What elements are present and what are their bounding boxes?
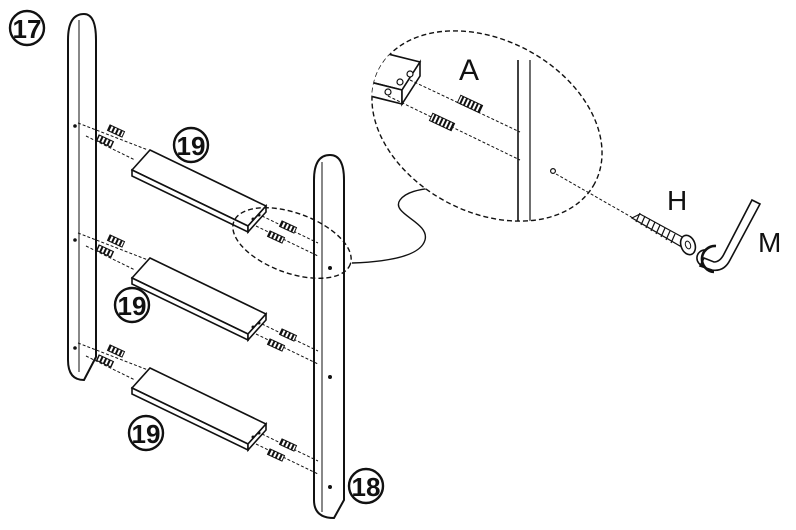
rail-top [130,149,268,235]
part-badge-right-side: 18 [347,467,385,505]
dowel-label: A [459,54,479,87]
detail-callout [360,30,603,230]
rail-middle [130,257,268,343]
screw-path-line [555,173,641,223]
part-badge-rail-bottom: 19 [127,414,165,452]
dowel-pins-left [95,124,126,368]
dowels-left [77,122,149,381]
part-badge-rail-middle: 19 [113,286,151,324]
svg-text:18: 18 [352,472,381,502]
allen-key-icon [696,198,762,274]
screw-icon [630,212,697,256]
dowel-pins-right [266,220,298,462]
svg-text:19: 19 [132,419,161,449]
step-number-badge: 17 [8,9,46,47]
detail-leader-line [351,181,459,264]
left-side-panel [67,12,97,382]
allen-key-label: M [758,227,781,258]
svg-text:19: 19 [177,131,206,161]
dowels-right [255,215,319,475]
svg-text:19: 19 [118,291,147,321]
detail-highlight-ellipse [232,207,352,279]
part-badge-rail-top: 19 [172,126,210,164]
screw-label: H [667,185,687,216]
rail-bottom [130,367,268,453]
right-side-panel [313,153,345,520]
svg-text:17: 17 [13,14,42,44]
